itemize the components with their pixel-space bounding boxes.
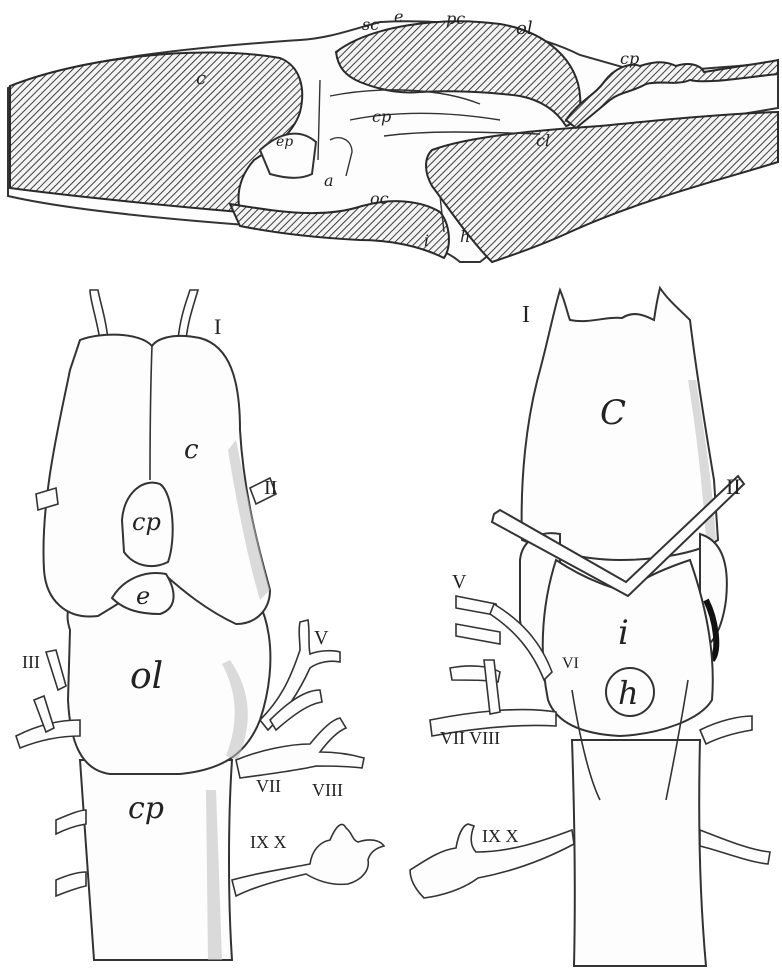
ventral-label-i: i [618,613,629,653]
ventral-label-IX-X: IX X [482,826,519,846]
dorsal-label-e: e [136,582,150,610]
dorsal-label-IX-X: IX X [250,832,287,852]
label-c: c [196,68,206,89]
dorsal-label-cp-top: cp [132,508,161,536]
label-oc: oc [370,189,389,208]
label-cp-plexus: cp [620,49,639,68]
ventral-label-h: h [618,674,639,712]
label-h: h [460,227,470,246]
dorsal-olfactory-right [178,290,198,340]
sagittal-section: sc e pc ol cp c cp cl ep a oc i h [8,7,778,262]
ventral-view: I C II V i VI h VII VIII IX X [410,288,770,966]
dorsal-label-V: V [314,627,329,649]
ventral-spinal-cord [572,740,706,966]
dorsal-label-VII: VII [256,776,281,796]
label-cp-inner: cp [372,107,391,126]
ventral-label-V: V [452,571,467,593]
ventral-label-VI: VI [562,655,579,672]
dorsal-label-cp-bottom: cp [128,791,164,826]
label-sc: sc [362,15,379,34]
label-a: a [324,171,334,190]
dorsal-nerve-III [46,650,66,690]
label-i: i [424,231,429,250]
ventral-label-c: C [600,393,626,433]
ventral-nerve-V-lower [456,624,500,644]
dorsal-olfactory-left [90,290,108,340]
ventral-label-II: II [726,474,741,499]
dorsal-label-VIII: VIII [312,780,343,800]
label-ol: ol [516,18,533,39]
ventral-label-I: I [522,302,530,328]
dorsal-label-I: I [214,314,221,339]
label-pc: pc [446,9,465,28]
dorsal-label-ol: ol [130,656,163,697]
label-e: e [394,7,403,26]
dorsal-label-c: c [184,435,199,465]
dorsal-view: I c II cp e V III ol VII VIII cp IX X [16,290,384,960]
label-ep: ep [276,134,293,150]
ventral-label-VII-VIII: VII VIII [440,728,500,748]
dorsal-label-II: II [264,477,277,499]
label-cl: cl [536,131,550,150]
dorsal-label-III: III [22,652,40,672]
